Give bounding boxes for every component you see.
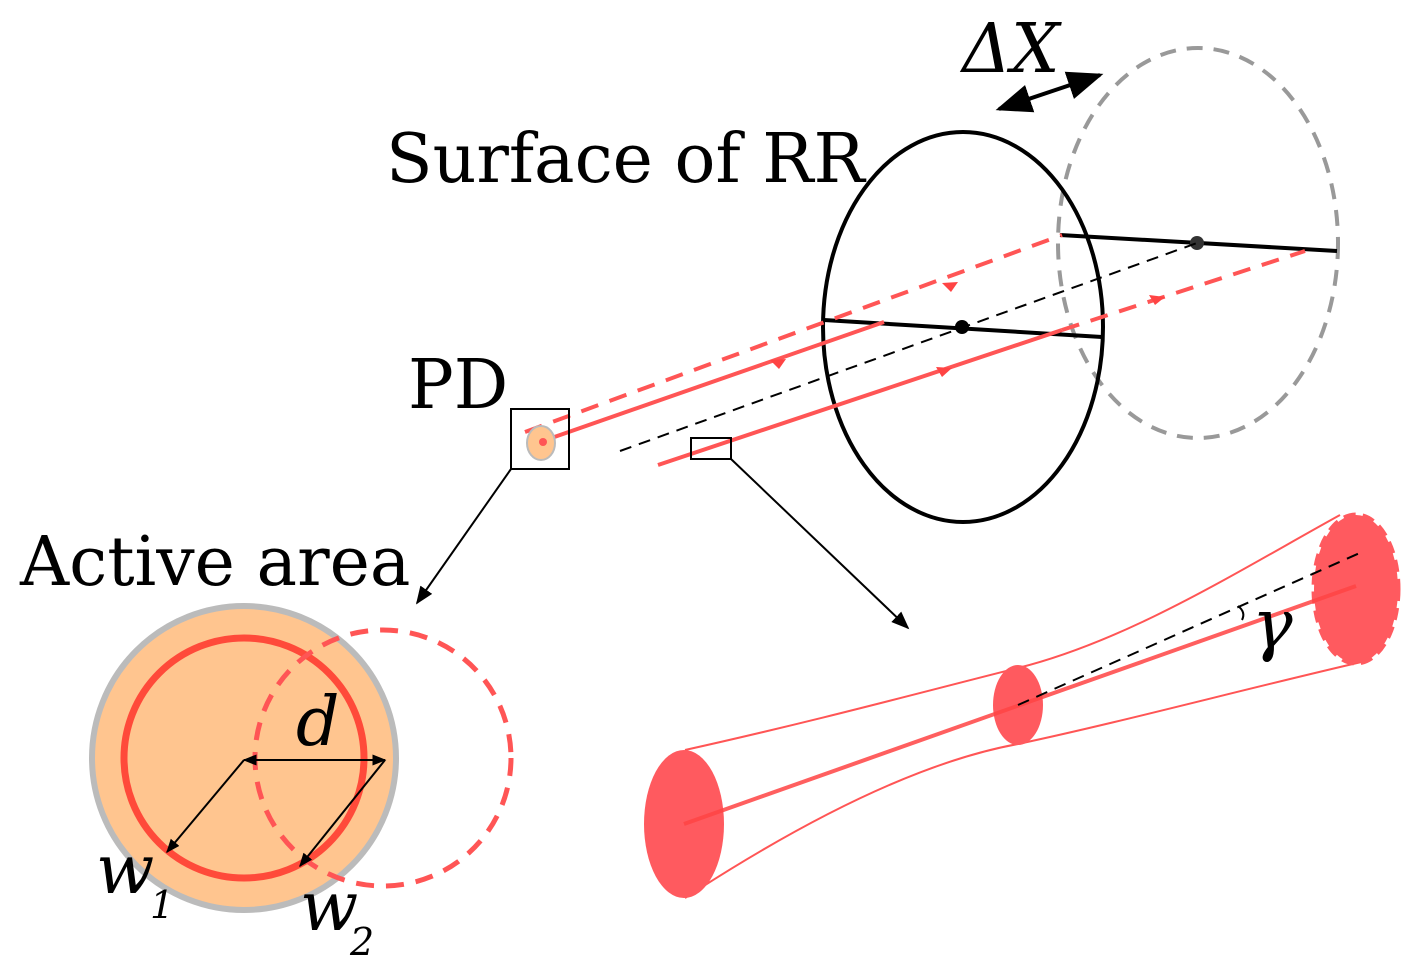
pd-box [510, 408, 570, 470]
w1-label: w [96, 831, 154, 910]
gaussian-beam-group [644, 512, 1401, 899]
reference-axis [1017, 551, 1363, 706]
beam-zoom-arrow [730, 458, 910, 630]
active-area-label: Active area [19, 523, 410, 602]
beam-direction-arrow [936, 367, 952, 377]
w2-arrow [299, 759, 386, 868]
return-beam [539, 320, 885, 444]
w1-arrow [166, 759, 245, 854]
outgoing-beam [657, 328, 1063, 467]
delta-x-label: ΔX [959, 10, 1062, 89]
gamma-arc [1237, 605, 1245, 621]
w1-subscript: 1 [150, 883, 174, 927]
retroreflector-group [821, 46, 1340, 524]
pd-label: PD [408, 346, 508, 425]
gamma-label: γ [1252, 586, 1293, 665]
shifted-rr-center-dot [1190, 236, 1204, 250]
shifted-rr-ellipse [1056, 46, 1340, 440]
pd-group [415, 408, 910, 630]
w2-subscript: 2 [349, 920, 374, 964]
beam-group [524, 233, 1306, 467]
delta-x-arrow [995, 71, 1104, 113]
outgoing-beam-dashed [1061, 249, 1306, 332]
surface-label: Surface of RR [386, 120, 866, 199]
rr-ellipse [821, 130, 1105, 524]
beam-cross-section-right [1311, 512, 1401, 666]
beam-direction-arrow [1149, 295, 1165, 305]
pd-beam-dot [539, 438, 547, 446]
beam-direction-arrow [942, 282, 958, 292]
pd-zoom-arrow [415, 468, 512, 605]
beam-zoom-box [690, 437, 732, 460]
w2-label: w [300, 868, 358, 947]
active-area-group [89, 603, 514, 913]
beam-direction-arrow [770, 359, 786, 369]
return-beam-dashed [524, 233, 1063, 434]
optical-axis [619, 242, 1198, 452]
d-label: d [296, 683, 340, 762]
